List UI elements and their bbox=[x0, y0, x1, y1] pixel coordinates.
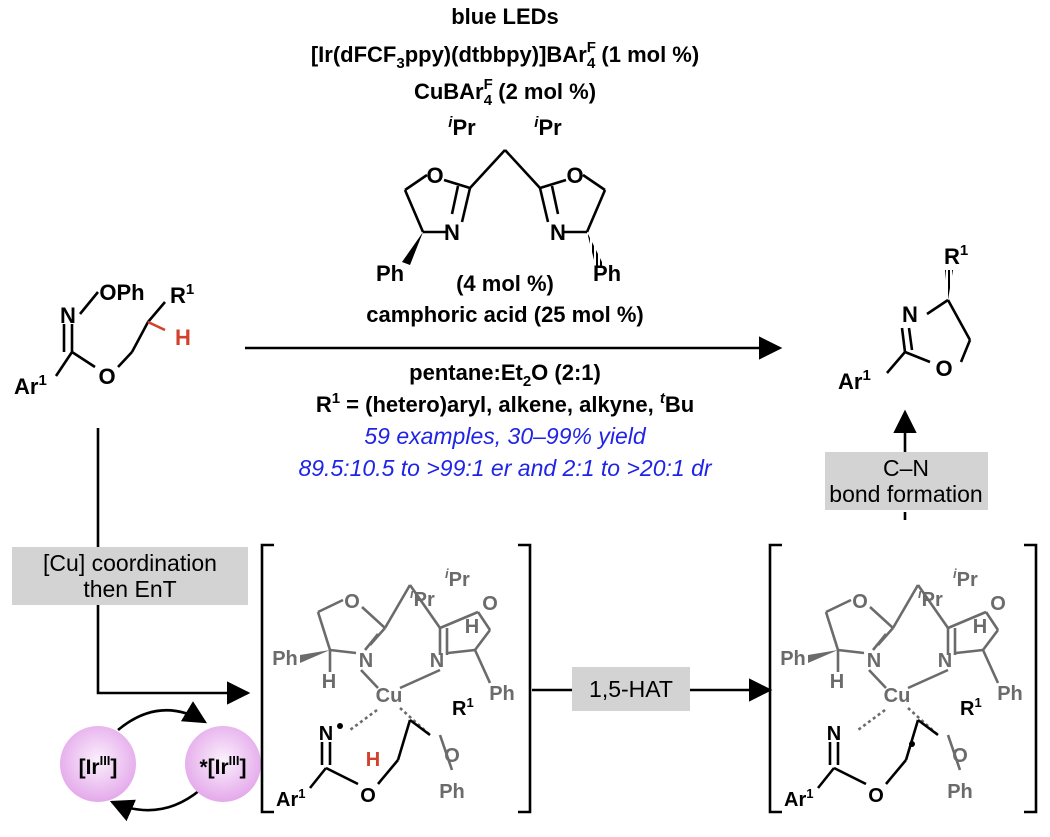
sm-oph: OPh bbox=[99, 280, 144, 305]
svg-text:N: N bbox=[938, 650, 952, 672]
svg-text:N: N bbox=[359, 650, 373, 672]
sm-ar1: Ar1 bbox=[14, 372, 47, 399]
flow-line bbox=[96, 428, 251, 705]
sm-r1: R1 bbox=[170, 281, 194, 308]
ligand-o-left: O bbox=[426, 163, 443, 188]
svg-text:H: H bbox=[973, 616, 987, 638]
oxazoline-product bbox=[886, 298, 972, 374]
n-radical-intermediate: iPr iPr O O N N H H Ph Ph Cu R1 O Ph N H… bbox=[260, 543, 532, 814]
ligand-ph-right: Ph bbox=[593, 261, 621, 286]
acid-additive: camphoric acid (25 mol %) bbox=[366, 302, 644, 327]
scope: R1 = (hetero)aryl, alkene, alkyne, tBu bbox=[316, 390, 694, 417]
ligand-ipr-right: iPr bbox=[534, 114, 562, 140]
sm-n: N bbox=[60, 303, 76, 328]
quench-arrow bbox=[109, 788, 201, 822]
svg-text:Ar1: Ar1 bbox=[276, 786, 305, 811]
svg-text:O: O bbox=[344, 591, 360, 613]
c-h-bond bbox=[147, 320, 166, 332]
ligand-loading: (4 mol %) bbox=[456, 271, 554, 296]
svg-text:H: H bbox=[830, 671, 844, 693]
light-source: blue LEDs bbox=[451, 4, 559, 29]
ir-ground-bubble bbox=[60, 726, 136, 802]
prod-r1: R1 bbox=[944, 242, 968, 269]
svg-text:O: O bbox=[360, 785, 376, 807]
coordination-line2: then EnT bbox=[83, 576, 176, 602]
svg-text:Cu: Cu bbox=[884, 685, 911, 707]
sm-o: O bbox=[98, 364, 115, 389]
svg-text:N: N bbox=[319, 723, 333, 745]
ligand-hash-right bbox=[587, 232, 604, 268]
ir-excited-bubble bbox=[185, 726, 261, 802]
svg-text:O: O bbox=[444, 745, 460, 767]
coordination-line1: [Cu] coordination bbox=[43, 550, 217, 576]
svg-text:O: O bbox=[990, 593, 1006, 615]
ligand-ph-left: Ph bbox=[376, 261, 404, 286]
coordination-box bbox=[12, 547, 248, 605]
solvent: pentane:Et2O (2:1) bbox=[409, 360, 601, 390]
cn-label-box bbox=[825, 452, 988, 510]
bracket-right-b bbox=[1024, 543, 1038, 814]
prod-n: N bbox=[902, 302, 918, 327]
sm-reactive-h: H bbox=[175, 325, 191, 350]
ir-excited-label: *[IrIII] bbox=[199, 753, 246, 779]
svg-text:iPr: iPr bbox=[953, 566, 978, 591]
ligand-wedge-left bbox=[402, 232, 423, 265]
svg-text:Ph: Ph bbox=[997, 683, 1023, 705]
excitation-arrow bbox=[117, 701, 208, 731]
hat-label-box bbox=[572, 667, 690, 711]
svg-text:N: N bbox=[827, 723, 841, 745]
bracket-left-a bbox=[260, 543, 274, 814]
cn-label-line1: C–N bbox=[883, 455, 929, 481]
svg-text:Ph: Ph bbox=[439, 781, 465, 803]
bracket-left-b bbox=[768, 543, 782, 814]
selectivity: 89.5:10.5 to >99:1 er and 2:1 to >20:1 d… bbox=[298, 455, 712, 481]
svg-text:Ph: Ph bbox=[780, 648, 806, 670]
svg-text:O: O bbox=[482, 593, 498, 615]
svg-text:iPr: iPr bbox=[445, 566, 470, 591]
c-radical-intermediate: iPr iPr O O N N H H Ph Ph Cu R1 O Ph N O… bbox=[768, 543, 1038, 814]
svg-text:iPr: iPr bbox=[410, 586, 435, 611]
prod-o: O bbox=[935, 356, 952, 381]
svg-text:O: O bbox=[952, 745, 968, 767]
ligand-o-right: O bbox=[566, 163, 583, 188]
bisoxazoline-ligand bbox=[403, 149, 607, 234]
svg-text:Ph: Ph bbox=[489, 683, 515, 705]
ir-ground-label: [IrIII] bbox=[79, 753, 118, 779]
ligand-n-right: N bbox=[550, 220, 566, 245]
svg-text:N: N bbox=[430, 650, 444, 672]
svg-text:H: H bbox=[322, 671, 336, 693]
svg-text:Ph: Ph bbox=[947, 781, 973, 803]
svg-text:R1: R1 bbox=[960, 695, 982, 720]
svg-text:H: H bbox=[366, 749, 380, 771]
svg-text:H: H bbox=[465, 616, 479, 638]
examples-yield: 59 examples, 30–99% yield bbox=[364, 423, 646, 449]
prod-ar1: Ar1 bbox=[838, 367, 871, 394]
svg-text:Ph: Ph bbox=[272, 648, 298, 670]
cn-label-line2: bond formation bbox=[829, 481, 982, 507]
product-hash bbox=[945, 270, 953, 300]
ligand-ipr-left: iPr bbox=[448, 114, 476, 140]
svg-text:R1: R1 bbox=[452, 695, 474, 720]
svg-text:O: O bbox=[852, 591, 868, 613]
oxime-starting-material bbox=[54, 291, 166, 377]
svg-text:Cu: Cu bbox=[376, 685, 403, 707]
hat-label: 1,5-HAT bbox=[589, 676, 673, 702]
svg-text:Ar1: Ar1 bbox=[784, 786, 813, 811]
svg-text:N: N bbox=[867, 650, 881, 672]
svg-text:O: O bbox=[868, 785, 884, 807]
ligand-n-left: N bbox=[444, 220, 460, 245]
bracket-right-a bbox=[518, 543, 532, 814]
svg-text:iPr: iPr bbox=[918, 586, 943, 611]
